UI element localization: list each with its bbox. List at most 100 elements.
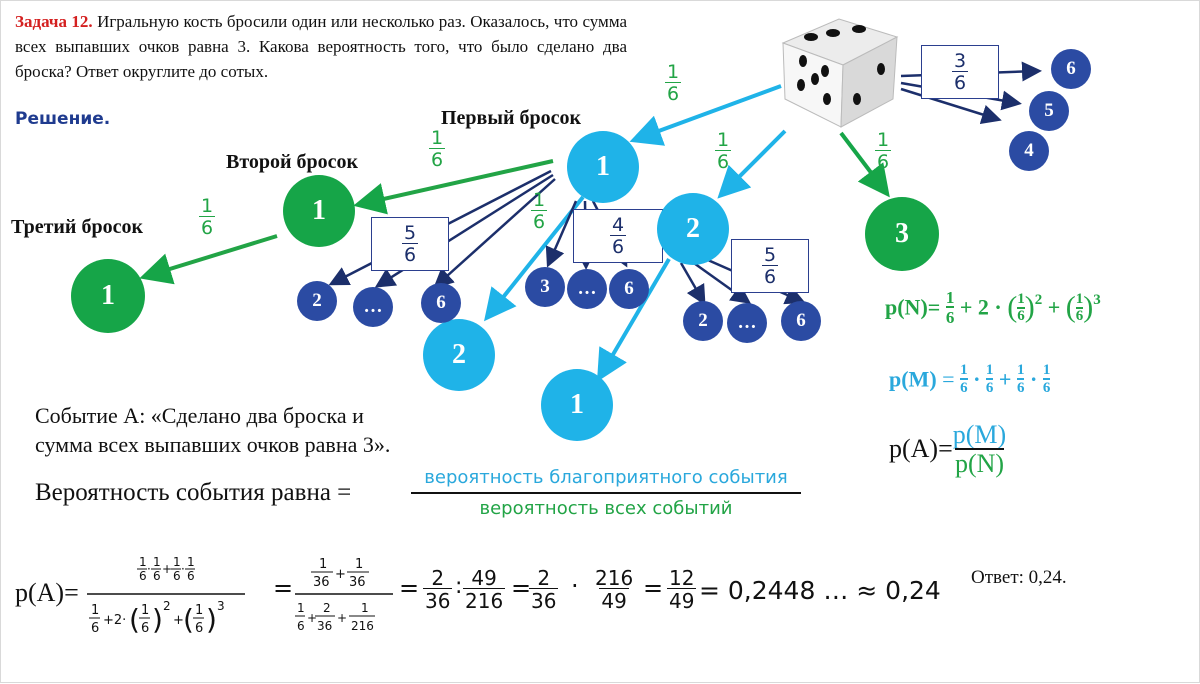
probability-definition-lead: Вероятность события равна = [35,479,352,506]
edge-2-to-ddots [690,259,752,304]
node-first-1: 1 [567,131,639,203]
svg-text:2: 2 [323,601,331,615]
svg-text:+2·: +2· [103,613,126,628]
probdef-numerator: вероятность благоприятного события [424,467,788,488]
node-dark-a-dots: … [353,287,393,327]
svg-text:36: 36 [313,575,330,590]
task-number: Задача 12. [15,12,93,31]
svg-text:2: 2 [163,599,171,613]
node-third-111: 1 [71,259,145,333]
node-second-12: 2 [423,319,495,391]
edge-2-to-d2 [679,262,706,306]
svg-text:36: 36 [349,575,366,590]
svg-text:(: ( [129,603,140,636]
node-side-4: 4 [1009,131,1049,171]
node-side-5: 5 [1029,91,1069,131]
svg-text:1: 1 [153,555,161,569]
die-icon [781,18,899,128]
svg-text:1: 1 [173,555,181,569]
svg-text:1: 1 [187,555,195,569]
calc-eq-3: = [511,574,532,602]
calc-eq-1: = [273,574,294,602]
node-dark-c-dots: … [727,303,767,343]
calc-colon: : [455,574,463,599]
svg-text:6: 6 [187,569,195,583]
svg-text:(: ( [183,603,194,636]
calc-complex-fraction: 16 · 16 + 16 · 16 16 +2· ( 16 )2 + ( 16 … [87,555,245,636]
svg-text:3: 3 [217,599,225,613]
svg-text:1: 1 [195,603,203,618]
svg-text:+: + [173,613,184,628]
event-a-line2: сумма всех выпавших очков равна 3». [35,432,391,457]
svg-text:6: 6 [173,569,181,583]
edge-die-to-1 [629,84,782,146]
svg-text:·: · [181,562,185,576]
node-dark-a-2: 2 [297,281,337,321]
svg-text:): ) [152,603,163,636]
node-first-2: 2 [657,193,729,265]
svg-text:6: 6 [195,621,203,636]
node-dark-b-6: 6 [609,269,649,309]
node-dark-c-6: 6 [781,301,821,341]
edge-2-to-21 [596,257,671,382]
svg-text:6: 6 [141,621,149,636]
svg-text:6: 6 [91,621,99,636]
svg-text:1: 1 [141,603,149,618]
edge-1-to-d6 [433,178,556,289]
level2-label: Второй бросок [226,151,359,173]
svg-text:36: 36 [317,619,332,633]
svg-text:1: 1 [319,557,327,572]
problem-text: Игральную кость бросили один или несколь… [15,12,628,81]
svg-text:6: 6 [139,569,147,583]
svg-text:1: 1 [139,555,147,569]
solution-label: Решение. [15,109,111,129]
node-dark-b-3: 3 [525,267,565,307]
calc-eq-2: = [399,574,420,602]
node-side-6: 6 [1051,49,1091,89]
level3-label: Третий бросок [11,216,143,238]
node-first-3: 3 [865,197,939,271]
event-a-line1: Событие А: «Сделано два броска и [35,403,364,428]
event-a-definition: Событие А: «Сделано два броска и сумма в… [35,401,390,459]
svg-text:1: 1 [91,603,99,618]
svg-text:): ) [206,603,217,636]
edge-1-to-d3 [545,200,578,268]
edge-die-to-4 [900,87,1002,125]
node-dark-a-6: 6 [421,283,461,323]
edge-die-to-2 [717,129,787,199]
svg-text:+: + [337,611,347,625]
edge-1-to-12 [484,195,585,322]
probability-definition-fraction: вероятность благоприятного события вероя… [411,467,801,519]
svg-text:216: 216 [351,619,374,633]
svg-text:6: 6 [153,569,161,583]
probdef-denominator: вероятность всех событий [411,492,801,519]
svg-text:6: 6 [297,619,305,633]
node-second-11: 1 [283,175,355,247]
calc-lead: p(A)= [15,578,79,607]
calc-result: = 0,2448 … ≈ 0,24 [699,576,941,605]
node-dark-b-dots: … [567,269,607,309]
svg-text:+: + [307,611,317,625]
svg-text:1: 1 [297,601,305,615]
svg-text:1: 1 [355,557,363,572]
calc-eq-4: = [643,574,664,602]
svg-text:·: · [147,562,151,576]
edge-1-to-11 [353,159,554,215]
